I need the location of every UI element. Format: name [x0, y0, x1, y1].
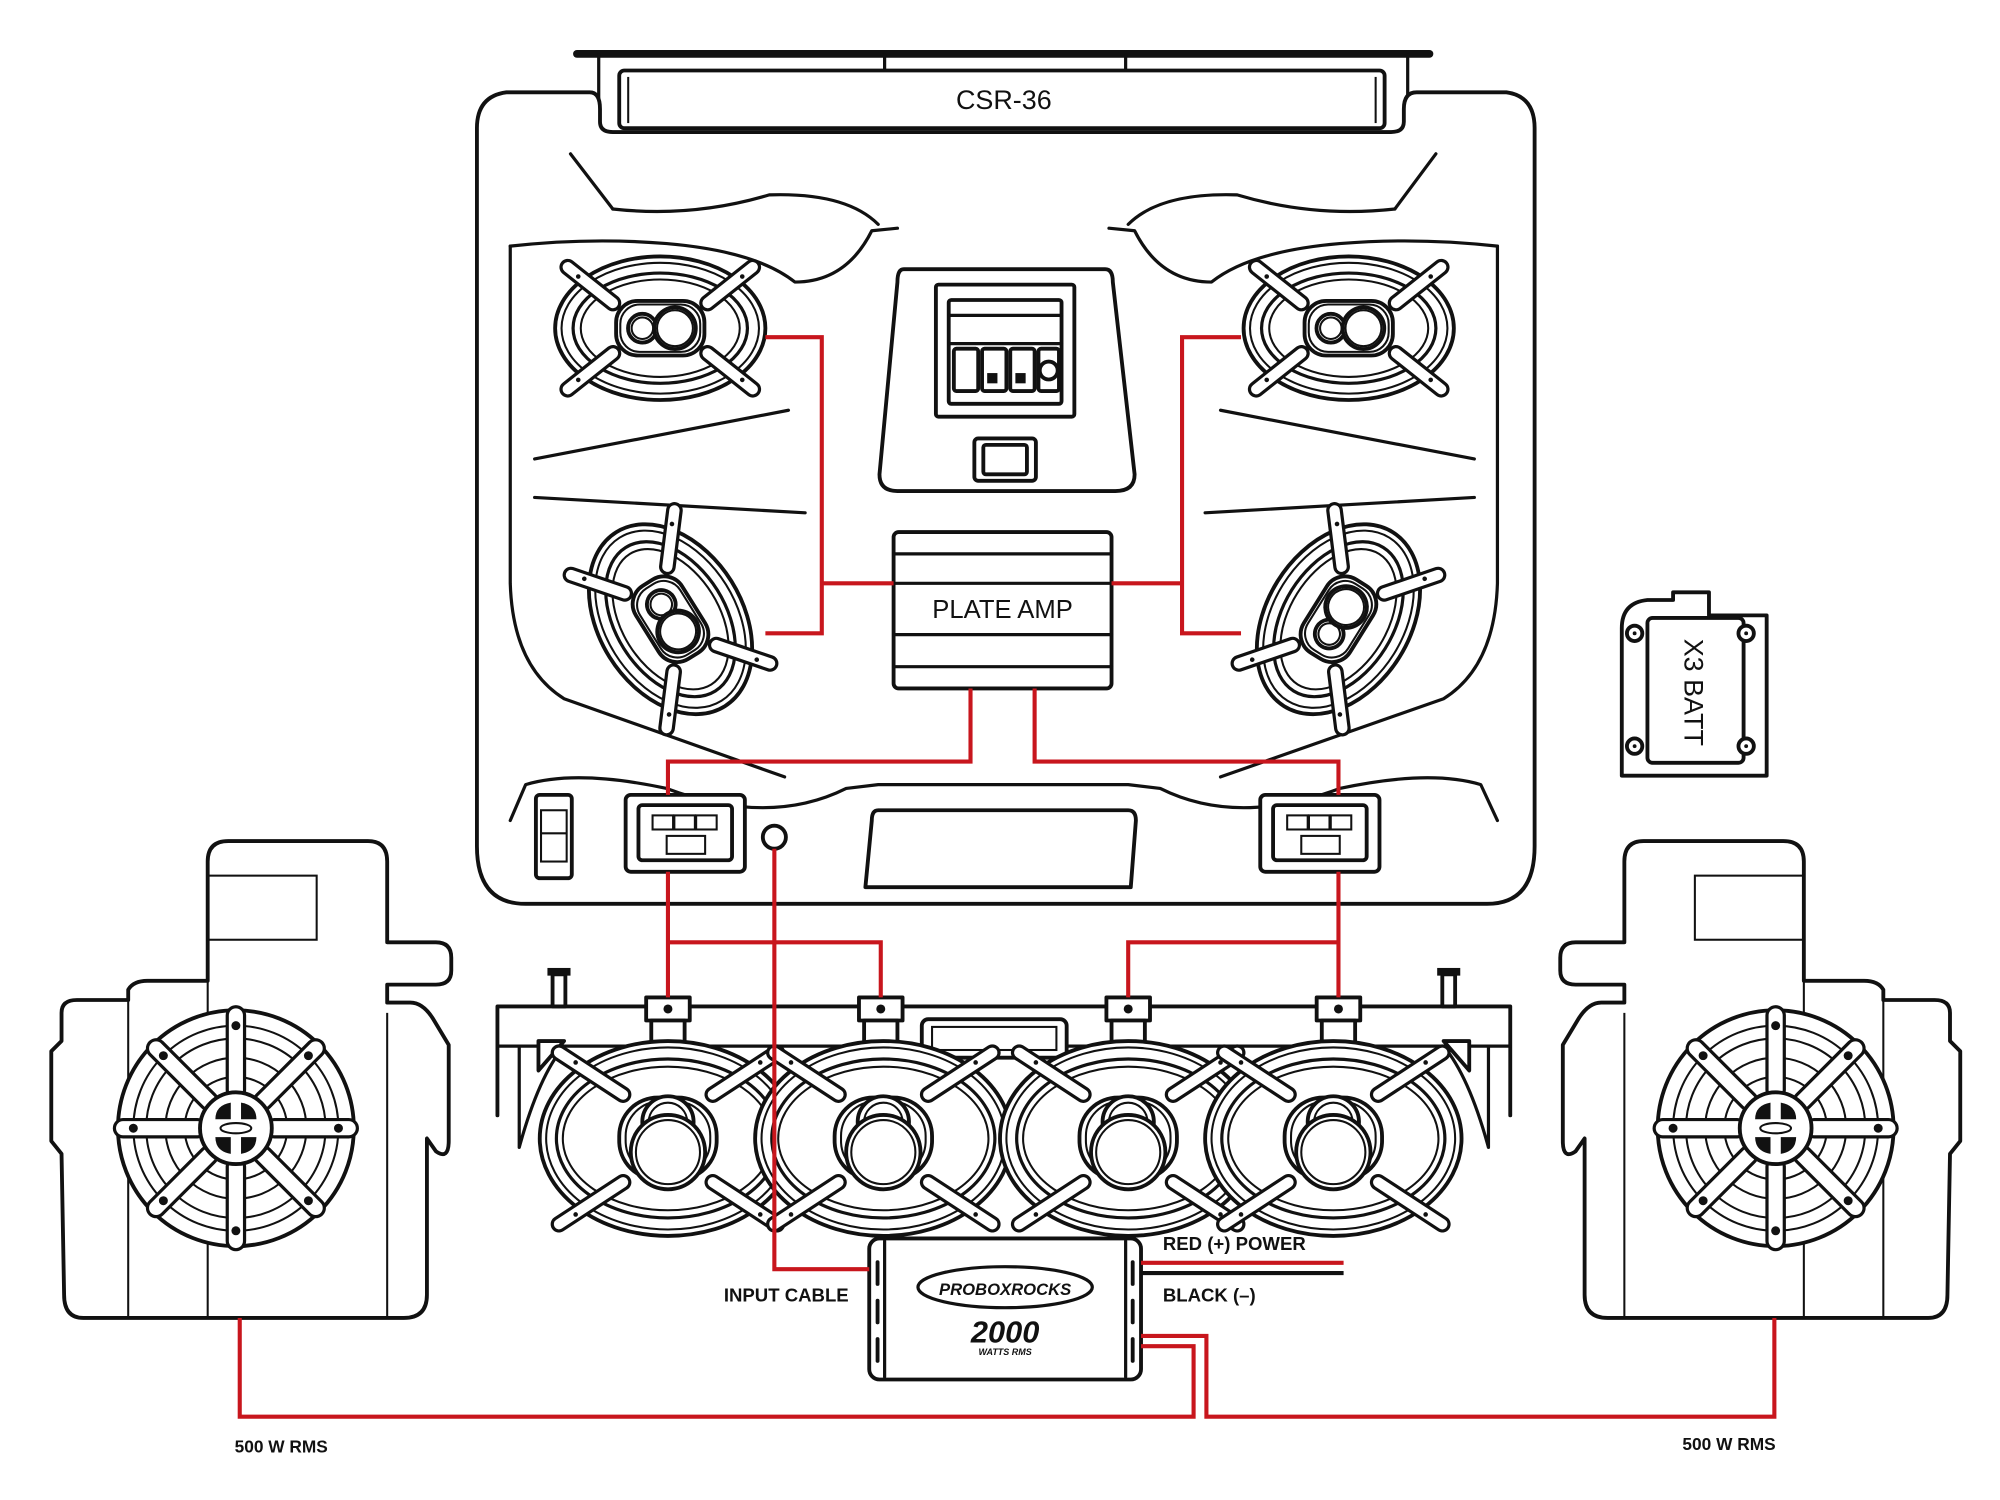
tower-speaker-1: [537, 1039, 799, 1238]
main-amplifier: PROBOXROCKS 2000 WATTS RMS: [867, 1236, 1143, 1382]
soundbar-label: CSR-36: [956, 85, 1052, 115]
battery-label: X3 BATT: [1679, 639, 1709, 746]
connector-right: [1258, 792, 1382, 874]
side-pods: [49, 839, 1963, 1320]
black-ground-label: BLACK (–): [1163, 1284, 1256, 1305]
connector-left: [623, 792, 747, 874]
side-pod-left: [49, 839, 454, 1320]
dash-speaker-rear-left: [562, 502, 779, 737]
side-pod-right: [1558, 839, 1963, 1320]
right-output-label: 500 W RMS: [1682, 1434, 1775, 1454]
tower-speakers: [537, 995, 1464, 1238]
tower-speaker-2: [753, 1039, 1014, 1238]
tower-speaker-4: [1203, 1039, 1464, 1238]
input-jack: [760, 823, 788, 851]
plate-amp-label: PLATE AMP: [932, 596, 1073, 624]
amp-wattage: 2000: [970, 1314, 1039, 1349]
wiring: [237, 335, 1777, 1419]
left-output-label: 500 W RMS: [235, 1437, 328, 1457]
dash-speaker-front-left: [553, 254, 768, 402]
dash-speaker-front-right: [1241, 254, 1456, 402]
dash-speakers: [553, 254, 1456, 737]
amp-unit: WATTS RMS: [979, 1347, 1032, 1357]
red-power-label: RED (+) POWER: [1163, 1233, 1307, 1254]
input-cable-label: INPUT CABLE: [724, 1284, 849, 1305]
plate-amp: PLATE AMP: [891, 530, 1114, 691]
rocker-switch: [533, 792, 574, 881]
dash-body: CSR-36: [475, 68, 1537, 906]
x3-battery: X3 BATT: [1619, 590, 1769, 778]
amp-brand: PROBOXROCKS: [939, 1280, 1071, 1299]
dash-speaker-rear-right: [1230, 502, 1447, 737]
